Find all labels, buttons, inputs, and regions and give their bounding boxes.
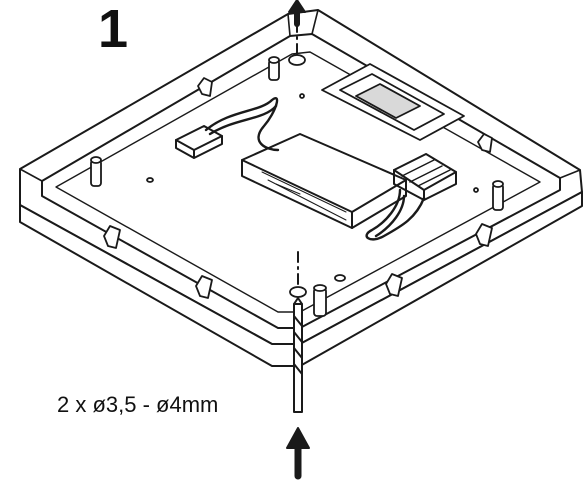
wires [204, 97, 426, 241]
cable-entry-slot [321, 63, 465, 141]
drill-axis [296, 21, 299, 289]
step-number: 1 [98, 0, 129, 59]
terminal-block [393, 153, 457, 201]
drill-bit [293, 297, 303, 413]
recess-inner-floor [55, 51, 541, 313]
snap-clips [103, 77, 493, 299]
push-arrow [286, 427, 310, 480]
top-arrow [288, 0, 306, 27]
screw-posts [90, 56, 504, 317]
base-plate-recess [41, 33, 561, 329]
driver-box [241, 133, 407, 229]
connector-left [175, 125, 223, 159]
drill-spec-label: 2 x ø3,5 - ø4mm [57, 392, 219, 417]
